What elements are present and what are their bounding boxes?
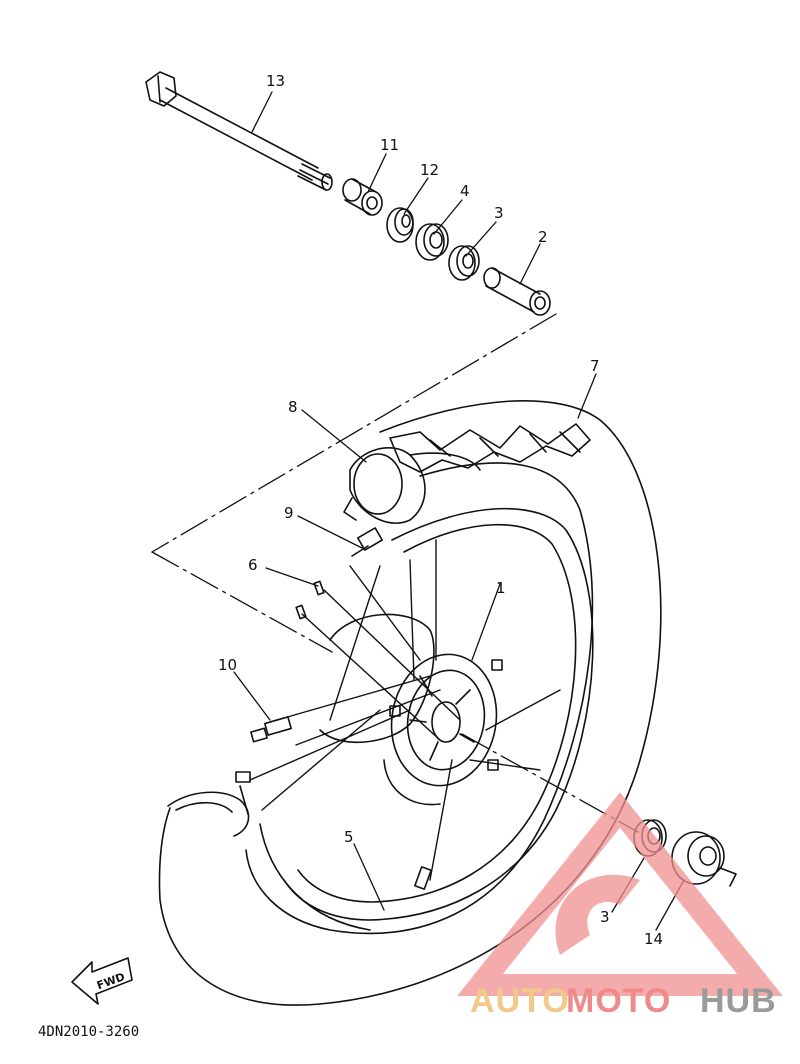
label-3-lower: 3	[600, 908, 610, 926]
label-10: 10	[218, 656, 237, 674]
label-4: 4	[460, 182, 470, 200]
label-8: 8	[288, 398, 298, 416]
spokes	[249, 539, 561, 881]
tire-valve-clip	[235, 771, 251, 815]
watermark-logo: AUTO MOTO HUB	[470, 982, 777, 1020]
rim-part	[259, 507, 594, 931]
watermark-triangle	[457, 792, 783, 996]
fwd-arrow-icon: FWD	[71, 957, 133, 1005]
label-5: 5	[344, 828, 354, 846]
valve-part	[351, 527, 383, 557]
bearing-part-4	[415, 223, 449, 261]
rim-nipples	[414, 866, 432, 890]
tube-part	[343, 446, 481, 524]
bearing-part-3	[448, 245, 480, 281]
oil-seal-part	[386, 207, 414, 243]
label-14: 14	[644, 930, 663, 948]
leader-lines	[233, 91, 685, 931]
label-7: 7	[590, 357, 600, 375]
hub-part	[319, 613, 503, 806]
part-code: 4DN2010-3260	[38, 1024, 139, 1040]
svg-text:AUTO: AUTO	[470, 982, 570, 1020]
label-1: 1	[496, 579, 506, 597]
valve-stem-part	[250, 716, 292, 743]
axle-part	[145, 71, 333, 191]
label-3-upper: 3	[494, 204, 504, 222]
svg-text:MOTO: MOTO	[566, 982, 671, 1020]
assembly-guide-lines	[151, 313, 639, 833]
label-13: 13	[266, 72, 285, 90]
spacer-part	[483, 267, 551, 316]
label-2: 2	[538, 228, 548, 246]
label-6: 6	[248, 556, 258, 574]
label-9: 9	[284, 504, 294, 522]
spoke-nipple-part	[295, 580, 325, 620]
collar-part	[342, 178, 383, 216]
part-labels: 13 11 12 4 3 2 7 8 9 6 1 10 5 3 14	[218, 72, 663, 948]
label-11: 11	[380, 136, 399, 154]
svg-text:HUB: HUB	[700, 982, 777, 1020]
label-12: 12	[420, 161, 439, 179]
